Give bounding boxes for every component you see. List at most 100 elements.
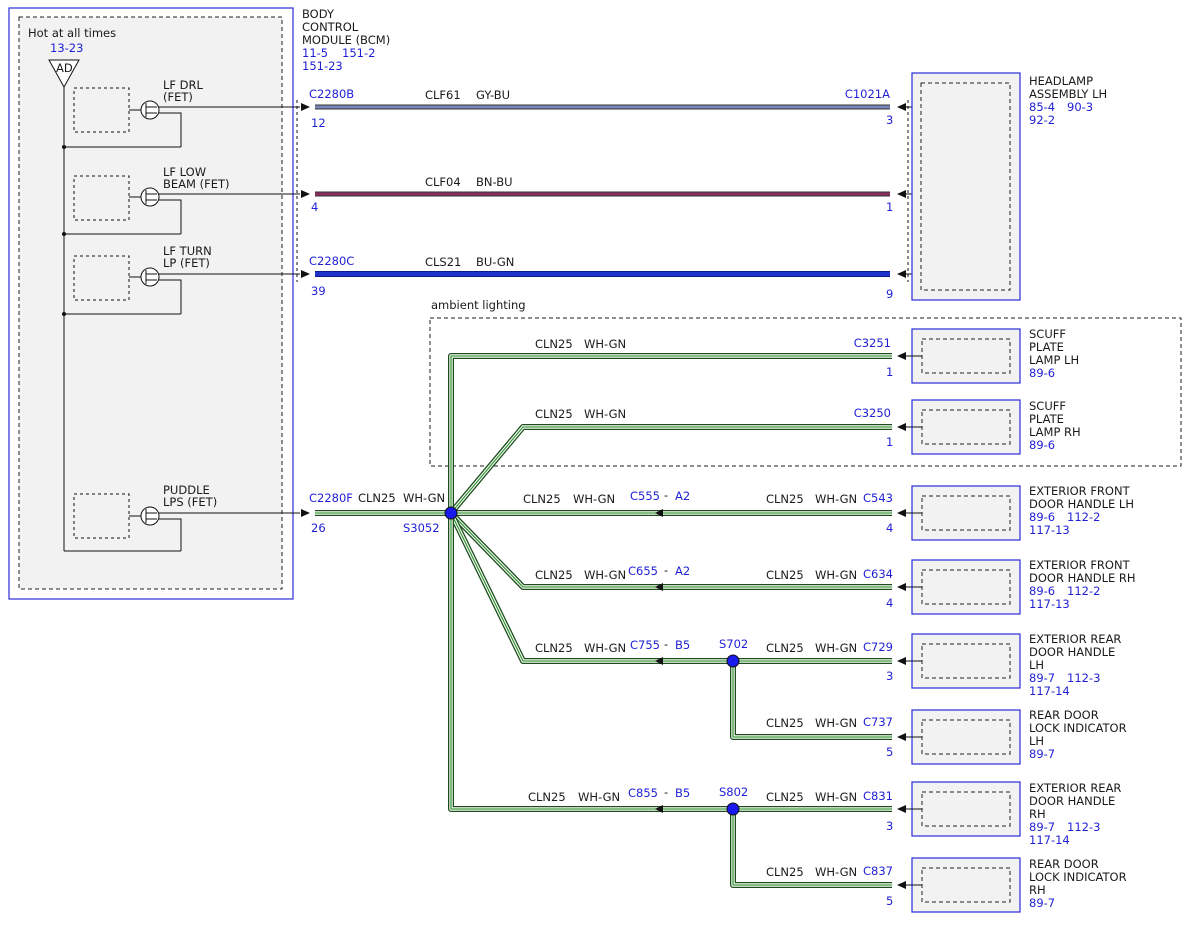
load-6-inline-connector: C855 bbox=[628, 786, 658, 800]
wire-rear-lh-run[interactable] bbox=[450, 512, 892, 662]
splice-s3052-label[interactable]: S3052 bbox=[403, 521, 440, 535]
load-4-title-3: LH bbox=[1029, 658, 1044, 672]
splice-s802[interactable] bbox=[726, 802, 740, 816]
bcm-title-line3: MODULE (BCM) bbox=[302, 33, 390, 47]
hot-at-all-times-label: Hot at all times bbox=[28, 26, 116, 40]
wire-lock-lh-run[interactable] bbox=[732, 661, 892, 738]
puddle-connector[interactable]: C2280F bbox=[309, 491, 353, 505]
load-labels: CLN25 WH-GN C3251 1 CLN25 WH-GN C3250 1 … bbox=[523, 336, 893, 908]
wire-scuff-rh-run[interactable] bbox=[450, 426, 892, 514]
load-2-arrow bbox=[897, 509, 906, 517]
load-2-inline-dash: - bbox=[664, 488, 668, 502]
load-5-title-2: LOCK INDICATOR bbox=[1029, 721, 1127, 735]
fet-label-lf-low-beam-1: LF LOW bbox=[163, 165, 206, 179]
headlamp-ref-2[interactable]: 90-3 bbox=[1067, 100, 1093, 114]
bcm-connector-arrows bbox=[301, 103, 310, 517]
load-1-title-3: LAMP RH bbox=[1029, 425, 1081, 439]
headlamp-title-1: HEADLAMP bbox=[1029, 74, 1093, 88]
load-7-title-2: LOCK INDICATOR bbox=[1029, 870, 1127, 884]
bcm-title-line2: CONTROL bbox=[302, 20, 359, 34]
wire-scuff-lh-run[interactable] bbox=[450, 355, 892, 513]
load-1-ref-1: 89-6 bbox=[1029, 438, 1055, 452]
fet-label-puddle-1: PUDDLE bbox=[163, 483, 210, 497]
load-3-inline-color: WH-GN bbox=[584, 568, 626, 582]
load-2-box[interactable] bbox=[911, 485, 1021, 541]
load-3-inline-connector: C655 bbox=[628, 564, 658, 578]
load-5-box[interactable] bbox=[911, 709, 1021, 765]
load-3-inline-dash: - bbox=[664, 563, 668, 577]
load-2-pin: 4 bbox=[886, 521, 893, 535]
load-4-ref-2: 112-3 bbox=[1067, 671, 1100, 685]
wire-clf61-connector[interactable]: C2280B bbox=[309, 87, 354, 101]
load-6-color: WH-GN bbox=[815, 790, 857, 804]
wire-clf61-end-connector[interactable]: C1021A bbox=[845, 87, 890, 101]
fet-label-lf-drl-2: (FET) bbox=[163, 90, 193, 104]
splice-s802-label[interactable]: S802 bbox=[719, 785, 748, 799]
headlamp-connector-arrows bbox=[897, 103, 906, 278]
load-4-title-1: EXTERIOR REAR bbox=[1029, 632, 1121, 646]
wire-lock-rh-run[interactable] bbox=[732, 809, 892, 886]
splice-s702[interactable] bbox=[726, 654, 740, 668]
headlamp-title-2: ASSEMBLY LH bbox=[1029, 87, 1107, 101]
load-7-box[interactable] bbox=[911, 857, 1021, 913]
load-6-inline-pin: B5 bbox=[675, 786, 690, 800]
load-0-color: WH-GN bbox=[584, 337, 626, 351]
load-1-circuit: CLN25 bbox=[535, 407, 573, 421]
inline-arrow-c655 bbox=[655, 583, 663, 591]
load-0-title-2: PLATE bbox=[1029, 340, 1064, 354]
load-5-pin: 5 bbox=[886, 745, 893, 759]
load-7-title-1: REAR DOOR bbox=[1029, 857, 1099, 871]
puddle-pin: 26 bbox=[311, 521, 326, 535]
headlamp-assembly-box[interactable] bbox=[911, 72, 1021, 301]
wire-cls21-connector[interactable]: C2280C bbox=[309, 254, 354, 268]
load-6-circuit: CLN25 bbox=[766, 790, 804, 804]
wire-clf04-end-pin: 1 bbox=[886, 200, 893, 214]
wire-clf61-color: GY-BU bbox=[476, 88, 510, 102]
load-4-title-2: DOOR HANDLE bbox=[1029, 645, 1115, 659]
headlamp-ref-3[interactable]: 92-2 bbox=[1029, 113, 1055, 127]
load-components[interactable] bbox=[897, 328, 1021, 913]
load-3-arrow bbox=[897, 583, 906, 591]
load-3-title-1: EXTERIOR FRONT bbox=[1029, 558, 1131, 572]
load-4-inline-color: WH-GN bbox=[584, 641, 626, 655]
load-5-color: WH-GN bbox=[815, 716, 857, 730]
load-6-inline-circuit: CLN25 bbox=[528, 790, 566, 804]
puddle-circuit: CLN25 bbox=[358, 491, 396, 505]
puddle-color: WH-GN bbox=[403, 491, 445, 505]
wire-clf04-pin: 4 bbox=[311, 200, 318, 214]
load-5-circuit: CLN25 bbox=[766, 716, 804, 730]
load-0-ref-1: 89-6 bbox=[1029, 366, 1055, 380]
load-2-inline-circuit: CLN25 bbox=[523, 492, 561, 506]
bcm-ref-1[interactable]: 11-5 bbox=[302, 46, 328, 60]
headlamp-ref-1[interactable]: 85-4 bbox=[1029, 100, 1055, 114]
wire-clf61-circuit: CLF61 bbox=[425, 88, 461, 102]
fuse-label: AD bbox=[56, 61, 73, 75]
inline-arrow-c555 bbox=[655, 509, 663, 517]
load-3-box[interactable] bbox=[911, 559, 1021, 615]
load-7-color: WH-GN bbox=[815, 865, 857, 879]
load-5-arrow bbox=[897, 733, 906, 741]
splice-s702-label[interactable]: S702 bbox=[719, 637, 748, 651]
load-6-box[interactable] bbox=[911, 781, 1021, 837]
load-0-box[interactable] bbox=[911, 328, 1021, 384]
fet-channel-puddle bbox=[73, 493, 300, 551]
load-6-title-3: RH bbox=[1029, 807, 1046, 821]
load-5-ref-1: 89-7 bbox=[1029, 747, 1055, 761]
wire-rear-rh-run[interactable] bbox=[450, 513, 892, 810]
wh-gn-harness[interactable] bbox=[315, 353, 892, 888]
bcm-ref-2[interactable]: 151-2 bbox=[342, 46, 375, 60]
load-3-ref-2: 112-2 bbox=[1067, 584, 1100, 598]
wire-cls21-circuit: CLS21 bbox=[425, 255, 461, 269]
load-4-box[interactable] bbox=[911, 633, 1021, 689]
load-1-box[interactable] bbox=[911, 399, 1021, 455]
load-2-ref-2: 112-2 bbox=[1067, 510, 1100, 524]
load-2-color: WH-GN bbox=[815, 492, 857, 506]
wire-front-rh-run[interactable] bbox=[450, 512, 892, 588]
fet-label-lf-drl-1: LF DRL bbox=[163, 78, 204, 92]
hot-ref[interactable]: 13-23 bbox=[50, 41, 83, 55]
bcm-ref-3[interactable]: 151-23 bbox=[302, 59, 343, 73]
splice-s3052[interactable] bbox=[444, 506, 458, 520]
fet-label-lf-low-beam-2: BEAM (FET) bbox=[163, 177, 229, 191]
bcm-title-line1: BODY bbox=[302, 7, 335, 21]
